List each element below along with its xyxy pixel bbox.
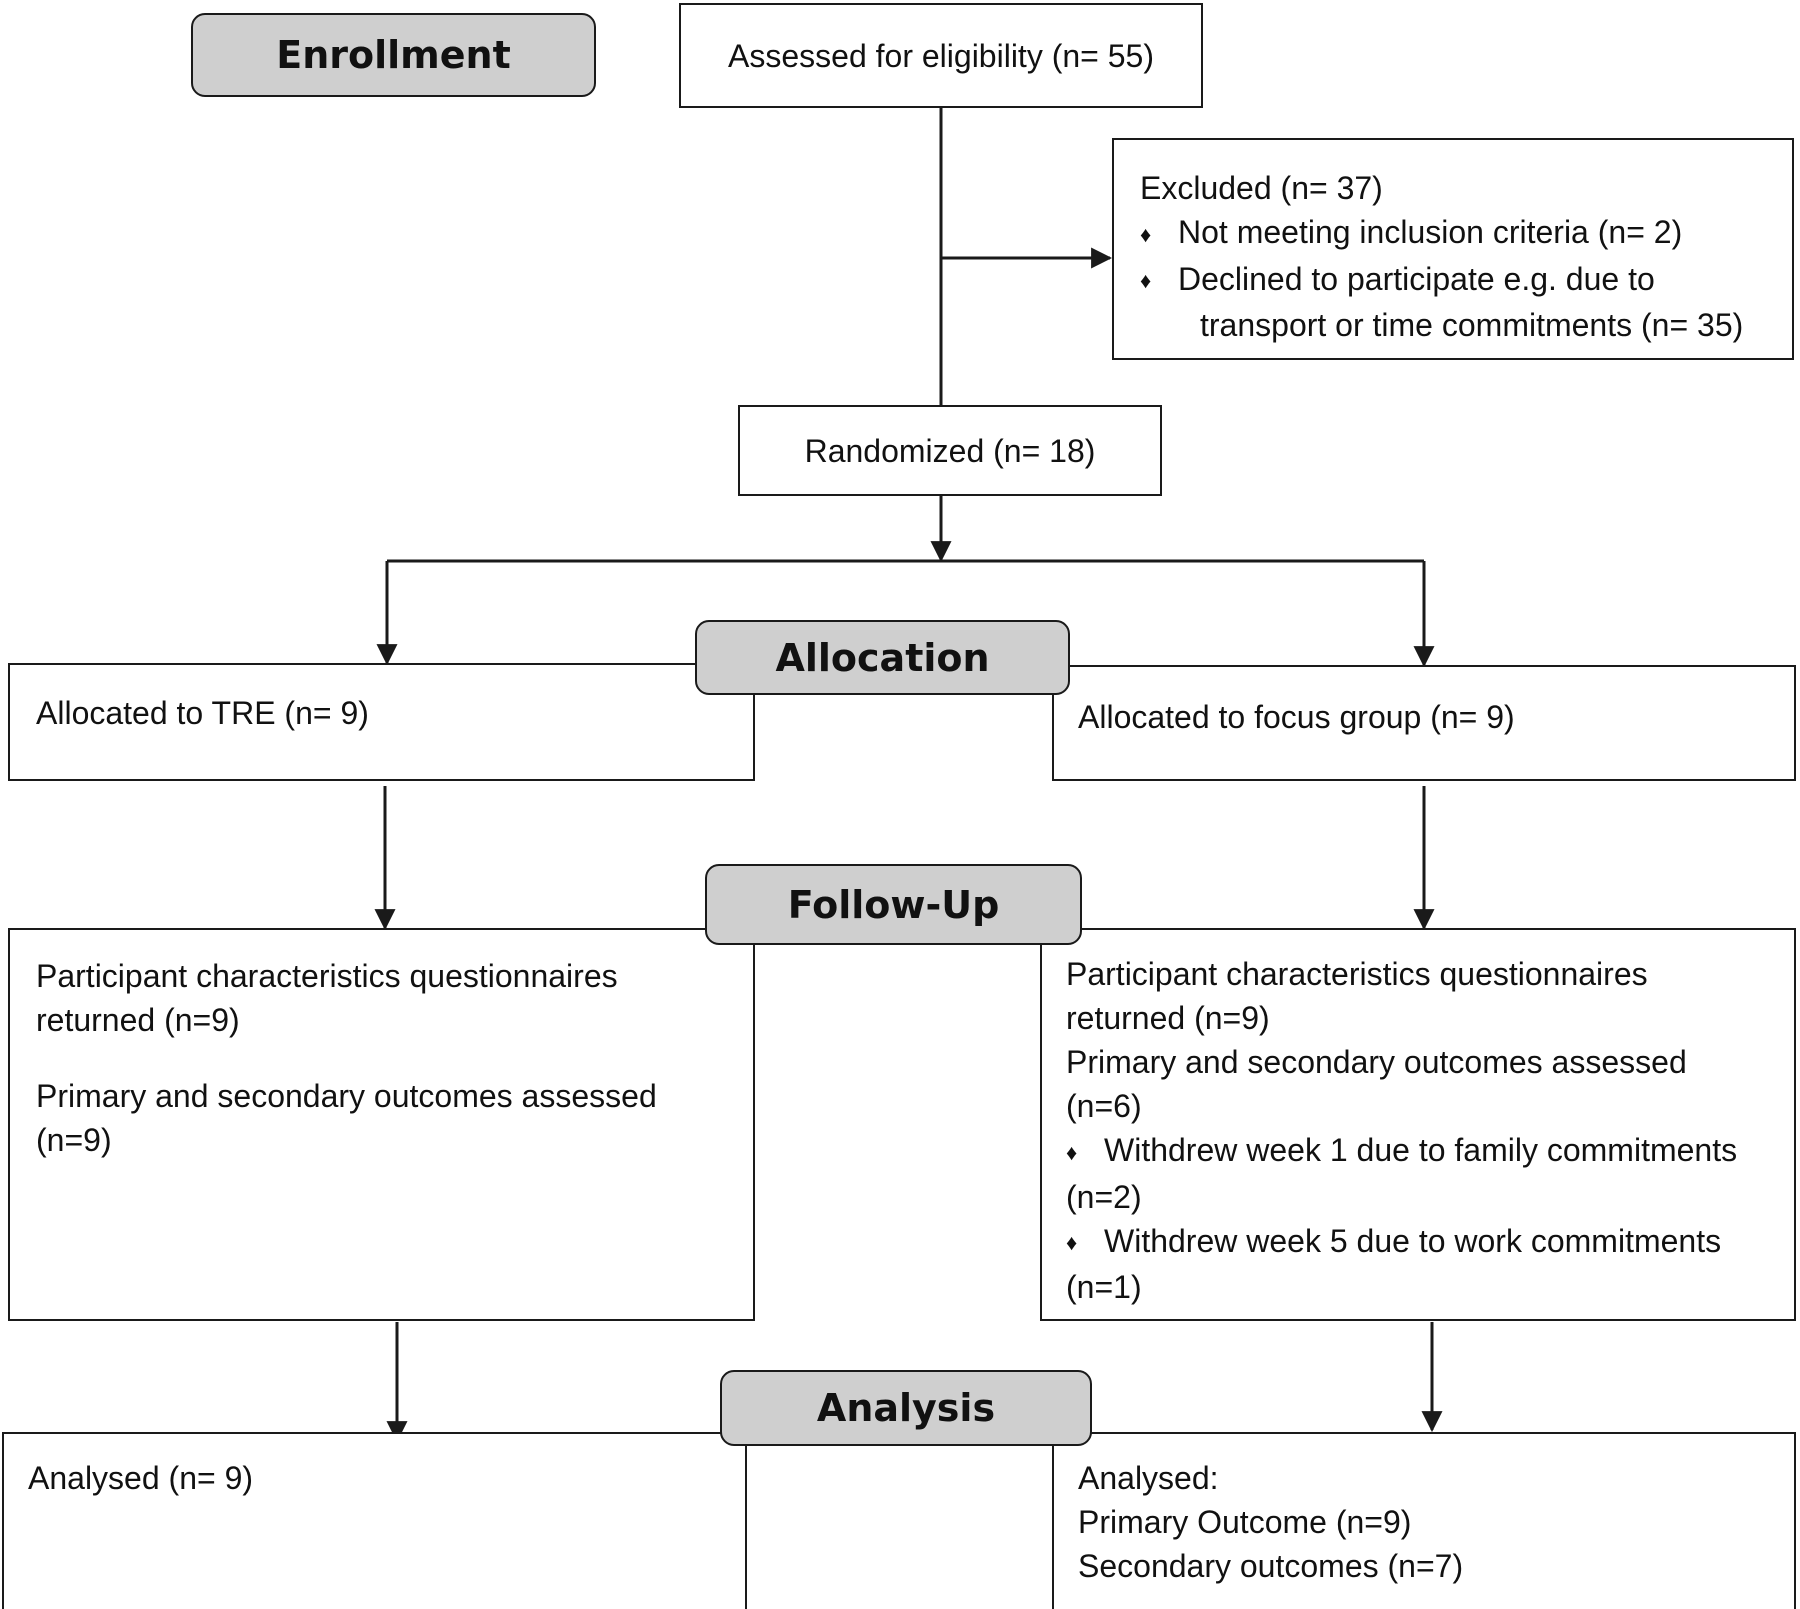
randomized-box: Randomized (n= 18) (738, 405, 1162, 496)
followup-left-line-3: Primary and secondary outcomes assessed (36, 1078, 657, 1114)
followup-right-line-3: Primary and secondary outcomes assessed (1066, 1044, 1687, 1080)
followup-left-box: Participant characteristics questionnair… (8, 928, 755, 1321)
followup-left-line-4: (n=9) (36, 1122, 112, 1158)
excluded-reason-2-continued: transport or time commitments (n= 35) (1200, 307, 1744, 344)
followup-left-line-1: Participant characteristics questionnair… (36, 958, 618, 994)
randomized-text: Randomized (n= 18) (804, 432, 1096, 469)
followup-right-box: Participant characteristics questionnair… (1040, 928, 1796, 1321)
analysis-right-line-3: Secondary outcomes (n=7) (1078, 1548, 1464, 1584)
allocated-right-box: Allocated to focus group (n= 9) (1052, 665, 1796, 781)
followup-left-line-2: returned (n=9) (36, 1002, 240, 1038)
analysis-right-line-2: Primary Outcome (n=9) (1078, 1504, 1412, 1540)
assessed-text: Assessed for eligibility (n= 55) (728, 37, 1154, 74)
phase-label-enrollment: Enrollment (191, 13, 596, 97)
followup-right-bullet-1-count: (n=2) (1066, 1178, 1142, 1215)
followup-right-bullet-2-count: (n=1) (1066, 1269, 1142, 1306)
excluded-reason-1: Not meeting inclusion criteria (n= 2) (1140, 210, 1792, 257)
analysis-left-box: Analysed (n= 9) (2, 1432, 747, 1609)
phase-label-follow-up: Follow-Up (705, 864, 1082, 945)
followup-right-line-1: Participant characteristics questionnair… (1066, 956, 1648, 992)
followup-right-bullet-2: Withdrew week 5 due to work commitments (1066, 1219, 1794, 1266)
analysis-right-line-1: Analysed: (1078, 1460, 1219, 1496)
excluded-reason-2: Declined to participate e.g. due to (1140, 257, 1792, 304)
analysis-left-text: Analysed (n= 9) (28, 1460, 254, 1496)
phase-label-allocation: Allocation (695, 620, 1070, 695)
followup-right-line-2: returned (n=9) (1066, 1000, 1270, 1036)
assessed-box: Assessed for eligibility (n= 55) (679, 3, 1203, 108)
followup-right-line-4: (n=6) (1066, 1088, 1142, 1124)
excluded-title: Excluded (n= 37) (1140, 170, 1383, 206)
followup-right-bullet-1: Withdrew week 1 due to family commitment… (1066, 1128, 1794, 1175)
excluded-box: Excluded (n= 37) Not meeting inclusion c… (1112, 138, 1794, 360)
allocated-left-box: Allocated to TRE (n= 9) (8, 663, 755, 781)
analysis-right-box: Analysed: Primary Outcome (n=9) Secondar… (1052, 1432, 1796, 1609)
allocated-left-text: Allocated to TRE (n= 9) (36, 695, 369, 731)
allocated-right-text: Allocated to focus group (n= 9) (1078, 699, 1515, 735)
phase-label-analysis: Analysis (720, 1370, 1092, 1446)
